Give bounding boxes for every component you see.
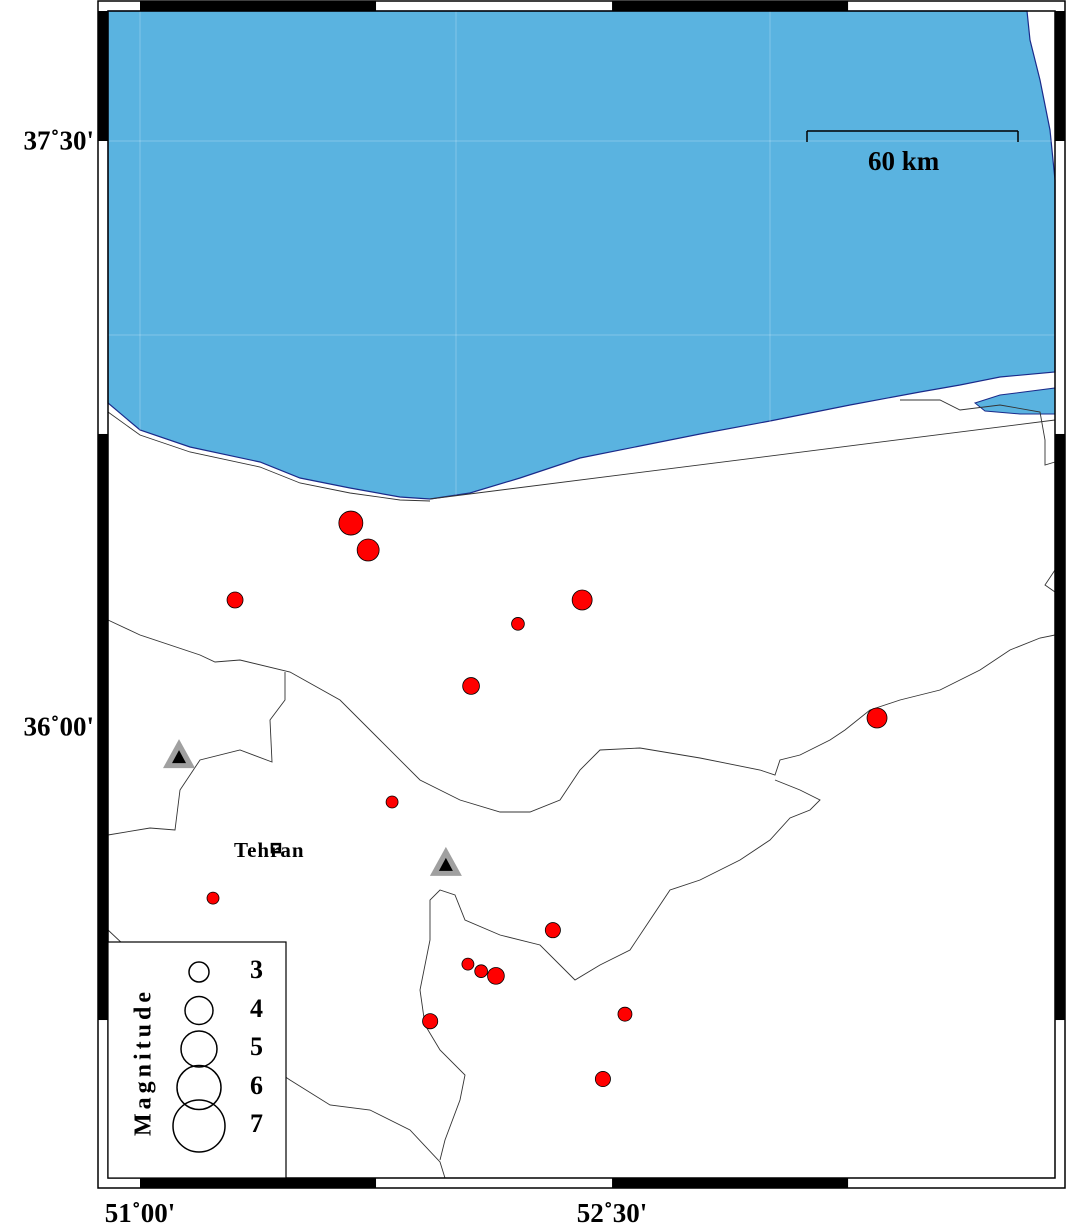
graticule [108, 11, 1055, 495]
legend-title: Magnitude [130, 987, 157, 1137]
earthquake-event [422, 1013, 439, 1030]
earthquake-event [487, 967, 505, 985]
legend-circle [172, 1099, 226, 1153]
legend-circle [176, 1064, 222, 1111]
earthquake-event [461, 957, 475, 971]
seismic-station-icon [429, 846, 462, 876]
legend-label: 4 [250, 993, 263, 1023]
city-label: Tehran [234, 838, 305, 862]
caspian-sea [107, 10, 1056, 500]
legend-circle [184, 995, 214, 1026]
lat-label-37-30: 37˚30' [23, 125, 95, 156]
legend-label: 5 [250, 1032, 263, 1061]
earthquake-event [338, 510, 364, 536]
earthquake-event [866, 707, 888, 729]
legend-circle [180, 1030, 218, 1068]
earthquake-event [511, 617, 525, 631]
earthquake-event [617, 1006, 633, 1022]
legend-label: 7 [250, 1109, 263, 1138]
stations-layer [163, 739, 462, 876]
earthquake-event [571, 589, 593, 611]
legend [107, 941, 287, 1179]
legend-label: 6 [250, 1070, 263, 1100]
earthquake-event [462, 677, 480, 695]
earthquake-event [356, 538, 380, 562]
legend-circle [188, 961, 210, 983]
seismic-station-icon [163, 739, 196, 769]
earthquake-event [226, 591, 244, 609]
earthquake-event [544, 922, 561, 939]
lat-label-36-00: 36˚00' [23, 711, 95, 742]
city-marker [270, 842, 282, 854]
scale-bar [806, 130, 1019, 142]
map-frame [97, 0, 1066, 1189]
earthquake-event [385, 795, 399, 809]
boundaries [107, 399, 1056, 1179]
scale-bar-label: 60 km [868, 146, 940, 176]
earthquake-event [206, 891, 220, 905]
city-square-icon [270, 842, 282, 854]
legend-label: 3 [250, 955, 263, 984]
lon-label-51-00: 51˚00' [104, 1198, 176, 1228]
earthquake-event [594, 1071, 611, 1088]
lon-label-52-30: 52˚30' [576, 1198, 648, 1228]
earthquake-event [474, 964, 488, 978]
events-layer [206, 510, 888, 1088]
